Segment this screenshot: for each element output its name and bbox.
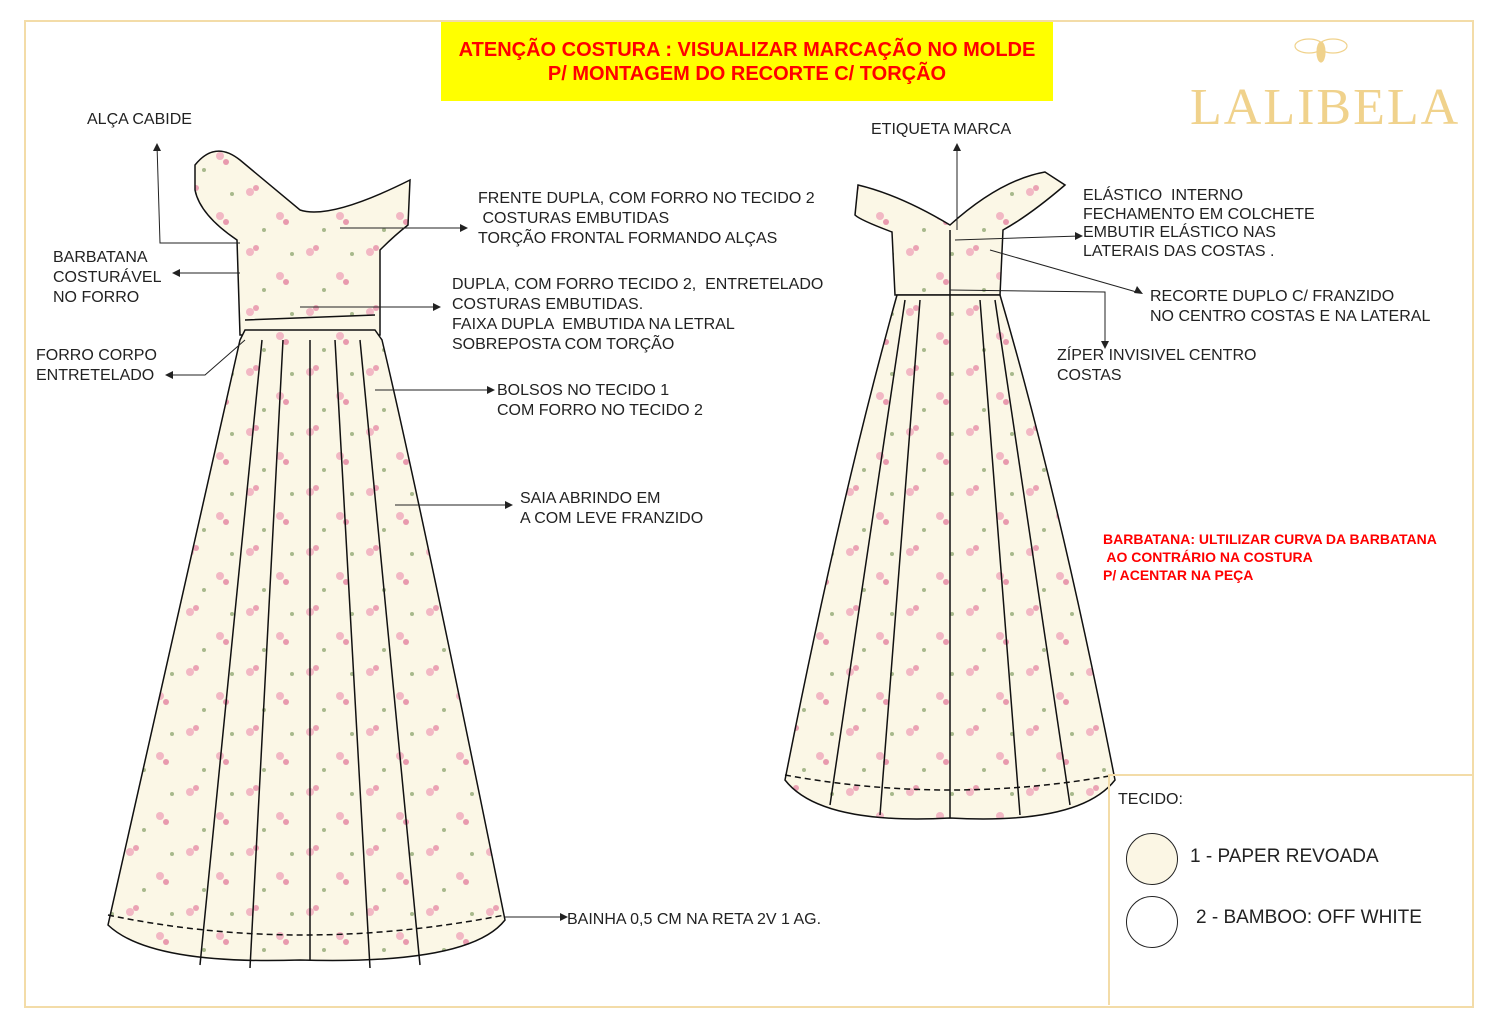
banner-line-1: ATENÇÃO COSTURA : VISUALIZAR MARCAÇÃO NO…: [458, 38, 1036, 61]
page-border: [24, 20, 1474, 1008]
label-dupla-forro: DUPLA, COM FORRO TECIDO 2, ENTRETELADO C…: [452, 276, 824, 353]
label-bainha: BAINHA 0,5 CM NA RETA 2V 1 AG.: [567, 911, 822, 928]
label-barbatana: BARBATANA COSTURÁVEL NO FORRO: [53, 249, 162, 306]
front-dress-drawing: [107, 150, 506, 969]
arrowheads: [153, 143, 1143, 921]
banner-line-2: P/ MONTAGEM DO RECORTE C/ TORÇÃO: [547, 62, 947, 85]
sewing-warning-banner: ATENÇÃO COSTURA : VISUALIZAR MARCAÇÃO NO…: [441, 22, 1053, 101]
label-recorte: RECORTE DUPLO C/ FRANZIDO NO CENTRO COST…: [1150, 288, 1431, 325]
leader-lines: [156, 144, 1141, 918]
fabric-title: TECIDO:: [1118, 791, 1183, 808]
label-bolsos: BOLSOS NO TECIDO 1 COM FORRO NO TECIDO 2: [497, 382, 703, 419]
label-saia: SAIA ABRINDO EM A COM LEVE FRANZIDO: [520, 490, 704, 527]
label-frente-dupla: FRENTE DUPLA, COM FORRO NO TECIDO 2 COST…: [478, 190, 815, 247]
label-ziper: ZÍPER INVISIVEL CENTRO COSTAS: [1057, 347, 1257, 384]
back-dress-drawing: [784, 171, 1116, 820]
barbatana-warning: BARBATANA: ULTILIZAR CURVA DA BARBATANA …: [1103, 531, 1437, 583]
label-elastico: ELÁSTICO INTERNO FECHAMENTO EM COLCHETE …: [1083, 187, 1315, 260]
fabric-swatch-2: [1126, 896, 1178, 948]
label-forro-corpo: FORRO CORPO ENTRETELADO: [36, 347, 157, 384]
bee-icon: [1294, 38, 1348, 63]
fabric-label-2: 2 - BAMBOO: OFF WHITE: [1196, 907, 1422, 928]
fabric-swatch-1: [1126, 833, 1178, 885]
label-etiqueta: ETIQUETA MARCA: [871, 121, 1012, 138]
fabric-legend: TECIDO: 1 - PAPER REVOADA 2 - BAMBOO: OF…: [1108, 774, 1472, 1005]
fabric-label-1: 1 - PAPER REVOADA: [1190, 846, 1379, 867]
label-alca-cabide: ALÇA CABIDE: [87, 111, 192, 128]
brand-logo: LALIBELA: [1190, 79, 1461, 136]
